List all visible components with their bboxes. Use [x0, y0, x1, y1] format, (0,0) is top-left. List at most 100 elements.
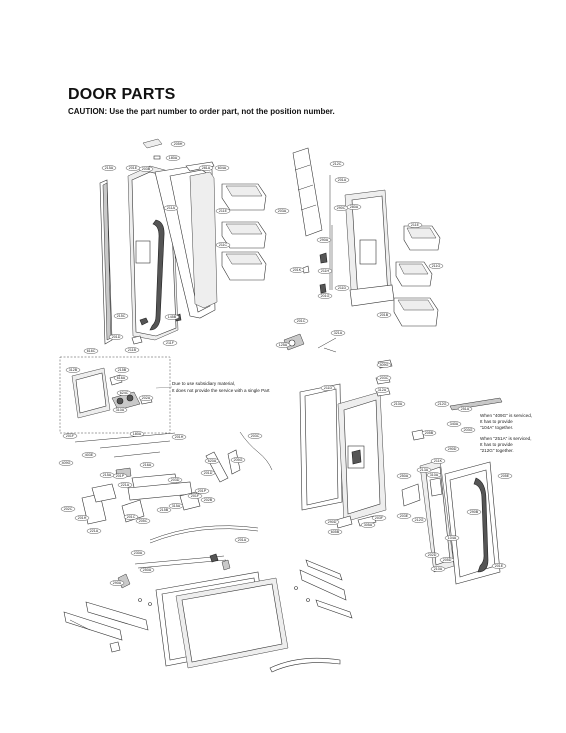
callout-oval — [112, 407, 128, 413]
callout-oval — [99, 472, 115, 478]
callout-211h: 211H — [317, 268, 333, 274]
callout-211k: 211K — [430, 458, 446, 464]
callout-oval — [113, 313, 129, 319]
callout-text: 290B — [470, 510, 479, 514]
left-door-group — [99, 138, 267, 345]
callout-text: 215A — [103, 473, 112, 477]
callout-221a: 221A — [86, 528, 102, 534]
subsidiary-material-box: Due to use subsidiary material, It does … — [59, 356, 270, 434]
callout-180a: 180A — [129, 431, 145, 437]
callout-oval — [200, 470, 216, 476]
callout-oval — [81, 452, 97, 458]
callout-text: 215C — [117, 314, 126, 318]
callout-203e: 203E — [396, 513, 412, 519]
callout-text: 605B — [331, 530, 340, 534]
callout-211f: 211F — [162, 340, 178, 346]
callout-text: 203E — [400, 514, 409, 518]
callout-205e: 205E — [497, 473, 513, 479]
callout-oval — [138, 395, 154, 401]
callout-text: 312B — [69, 368, 78, 372]
callout-oval — [439, 557, 455, 563]
callout-104a: 104A — [444, 535, 460, 541]
callout-oval — [101, 165, 117, 171]
callout-text: 201E — [495, 564, 504, 568]
callout-125a: 125A — [275, 342, 291, 348]
callout-oval — [204, 458, 220, 464]
callout-text: 211D — [338, 286, 347, 290]
callout-212g: 212G — [434, 401, 450, 407]
callout-145b: 145B — [164, 314, 180, 320]
callout-text: 201K — [293, 268, 302, 272]
callout-oval — [230, 457, 246, 463]
callout-281a: 281A — [198, 165, 214, 171]
callout-text: 290D — [448, 447, 457, 451]
callout-oval — [466, 509, 482, 515]
middle-right-door-group: When "409G" is serviced, It has to provi… — [299, 359, 532, 585]
callout-203b: 203B — [138, 166, 154, 172]
callout-oval — [376, 362, 392, 368]
callout-text: 310A — [430, 473, 439, 477]
callout-oval — [62, 433, 78, 439]
callout-text: 211F — [166, 341, 175, 345]
callout-oval — [171, 434, 187, 440]
subsidiary-note-line-1: Due to use subsidiary material, — [172, 381, 235, 386]
callout-oval — [316, 237, 332, 243]
callout-oval — [198, 165, 214, 171]
callout-oval — [124, 347, 140, 353]
callout-210a: 210A — [390, 401, 406, 407]
callout-text: 205H — [174, 142, 183, 146]
callout-oval — [113, 375, 129, 381]
callout-text: 211C — [219, 243, 228, 247]
callout-text: 205E — [501, 474, 510, 478]
callout-203d: 203D — [167, 477, 183, 483]
callout-oval — [139, 462, 155, 468]
callout-text: 201A — [238, 538, 247, 542]
callout-290c: 290C — [333, 205, 349, 211]
callout-text: 201F — [191, 494, 200, 498]
callout-oval — [430, 458, 446, 464]
callout-oval — [320, 385, 336, 391]
callout-212c: 212C — [329, 161, 345, 167]
callout-201c: 201C — [123, 514, 139, 520]
callout-290d: 290D — [324, 519, 340, 525]
callout-201d: 201D — [108, 334, 124, 340]
callout-403e: 403E — [81, 452, 97, 458]
callout-oval — [317, 293, 333, 299]
callout-text: 211E — [411, 223, 420, 227]
callout-201f: 201F — [62, 433, 78, 439]
callout-oval — [390, 401, 406, 407]
callout-616a: 616A — [113, 375, 129, 381]
callout-oval — [194, 488, 210, 494]
callout-text: 201F — [66, 434, 75, 438]
callout-text: 211E — [219, 209, 228, 213]
callout-oval — [446, 421, 462, 427]
callout-oval — [360, 522, 376, 528]
callout-202a: 202A — [138, 395, 154, 401]
callout-321a: 321A — [330, 330, 346, 336]
callout-211d: 211D — [334, 285, 350, 291]
callout-215b: 215B — [114, 367, 130, 373]
callout-oval — [109, 580, 125, 586]
callout-205b: 205B — [421, 430, 437, 436]
callout-201e: 201E — [491, 563, 507, 569]
callout-oval — [60, 506, 76, 512]
callout-oval — [289, 267, 305, 273]
callout-oval — [396, 513, 412, 519]
callout-text: 310A — [116, 408, 125, 412]
callout-205g: 205G — [230, 457, 246, 463]
callout-oval — [324, 519, 340, 525]
callout-text: 250A — [400, 474, 409, 478]
callout-text: 205G — [234, 458, 243, 462]
callout-text: 205C — [139, 519, 148, 523]
callout-text: 216A — [143, 463, 152, 467]
callout-text: 180A — [169, 156, 178, 160]
callout-201a: 201A — [334, 177, 350, 183]
callout-oval — [168, 503, 184, 509]
callout-text: 201P — [198, 489, 207, 493]
callout-oval — [214, 165, 230, 171]
callout-oval — [247, 433, 263, 439]
note-409g-line-1: When "409G" is serviced, — [480, 413, 532, 418]
callout-text: 215B — [118, 368, 127, 372]
callout-605b: 605B — [327, 529, 343, 535]
callout-text: 202C — [64, 507, 73, 511]
